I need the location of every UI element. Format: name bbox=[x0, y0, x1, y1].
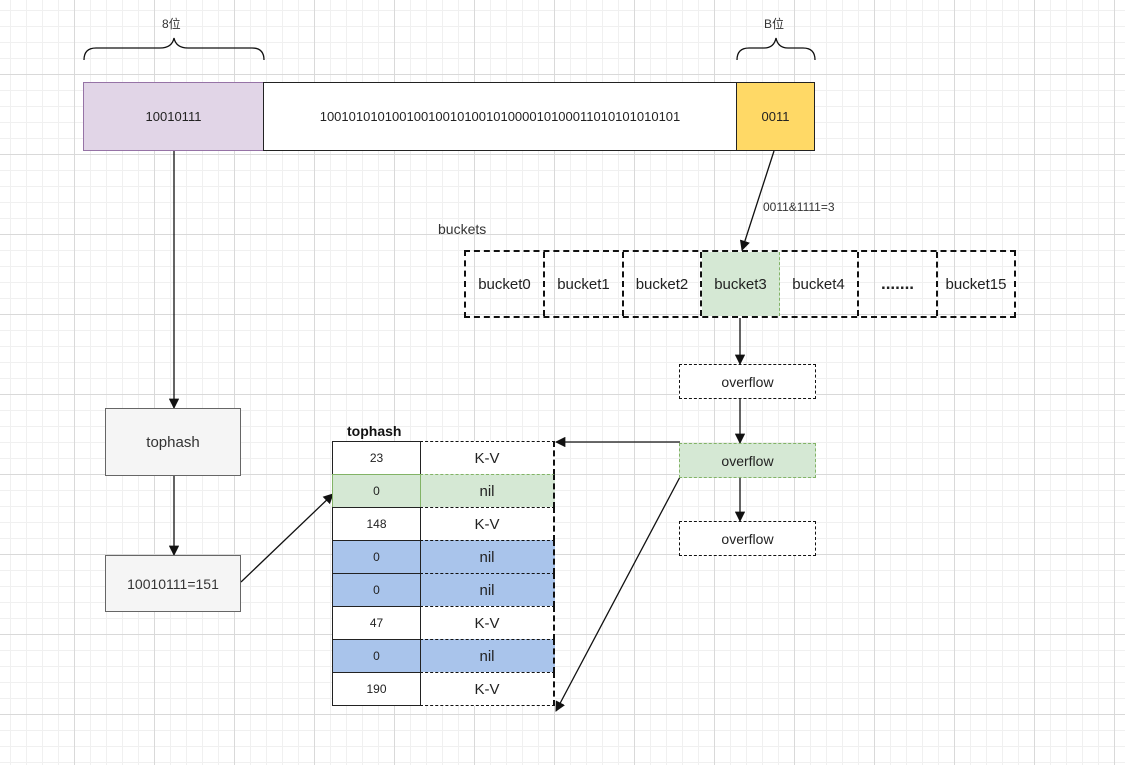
low-bits-width-label: B位 bbox=[764, 17, 785, 31]
bucket-cell: bucket15 bbox=[945, 275, 1007, 293]
bucket-cell-selected: bucket3 bbox=[702, 252, 780, 316]
kv-cell: K-V bbox=[420, 672, 555, 706]
brace-low-bits bbox=[736, 37, 816, 61]
bucket-cell: bucket2 bbox=[624, 252, 702, 316]
bucket-ellipsis: ....... bbox=[859, 252, 938, 316]
tophash-box: tophash bbox=[105, 408, 241, 476]
mask-label: 0011&1111=3 bbox=[763, 200, 835, 214]
buckets-array: bucket0 bucket1 bucket2 bucket3 bucket4 … bbox=[464, 250, 1016, 318]
kv-cell: K-V bbox=[420, 507, 555, 541]
kv-cell: nil bbox=[420, 540, 555, 574]
buckets-label: buckets bbox=[438, 221, 487, 237]
tophash-cell: 190 bbox=[332, 672, 421, 706]
kv-cell: nil bbox=[420, 639, 555, 673]
overflow-box: overflow bbox=[679, 364, 816, 399]
brace-top-bits bbox=[83, 37, 265, 61]
top-bits-width-label: 8位 bbox=[162, 17, 181, 31]
hash-low-bits: 0011 bbox=[736, 82, 815, 151]
tophash-cell: 0 bbox=[332, 540, 421, 574]
tophash-cell: 47 bbox=[332, 606, 421, 640]
tophash-cell: 0 bbox=[332, 474, 421, 508]
tophash-cell: 0 bbox=[332, 639, 421, 673]
hash-middle-bits: 1001010101001001001010010100001010001101… bbox=[263, 82, 737, 151]
bucket-cell: bucket0 bbox=[466, 252, 545, 316]
arrow-value-to-table bbox=[240, 493, 334, 583]
tophash-cell: 23 bbox=[332, 441, 421, 475]
bucket-cell: bucket1 bbox=[545, 252, 624, 316]
arrow-overflow2-to-table-bottom bbox=[555, 476, 681, 712]
table-title: tophash bbox=[347, 423, 402, 439]
tophash-cell: 148 bbox=[332, 507, 421, 541]
hash-top-bits: 10010111 bbox=[83, 82, 264, 151]
kv-cell: nil bbox=[420, 474, 555, 508]
arrow-lowbits-to-bucket3 bbox=[739, 150, 775, 251]
overflow-box: overflow bbox=[679, 521, 816, 556]
kv-cell: K-V bbox=[420, 441, 555, 475]
kv-cell: nil bbox=[420, 573, 555, 607]
bucket-cell: bucket4 bbox=[780, 252, 859, 316]
overflow-box-selected: overflow bbox=[679, 443, 816, 478]
tophash-cell: 0 bbox=[332, 573, 421, 607]
tophash-value-box: 10010111=151 bbox=[105, 555, 241, 612]
kv-cell: K-V bbox=[420, 606, 555, 640]
